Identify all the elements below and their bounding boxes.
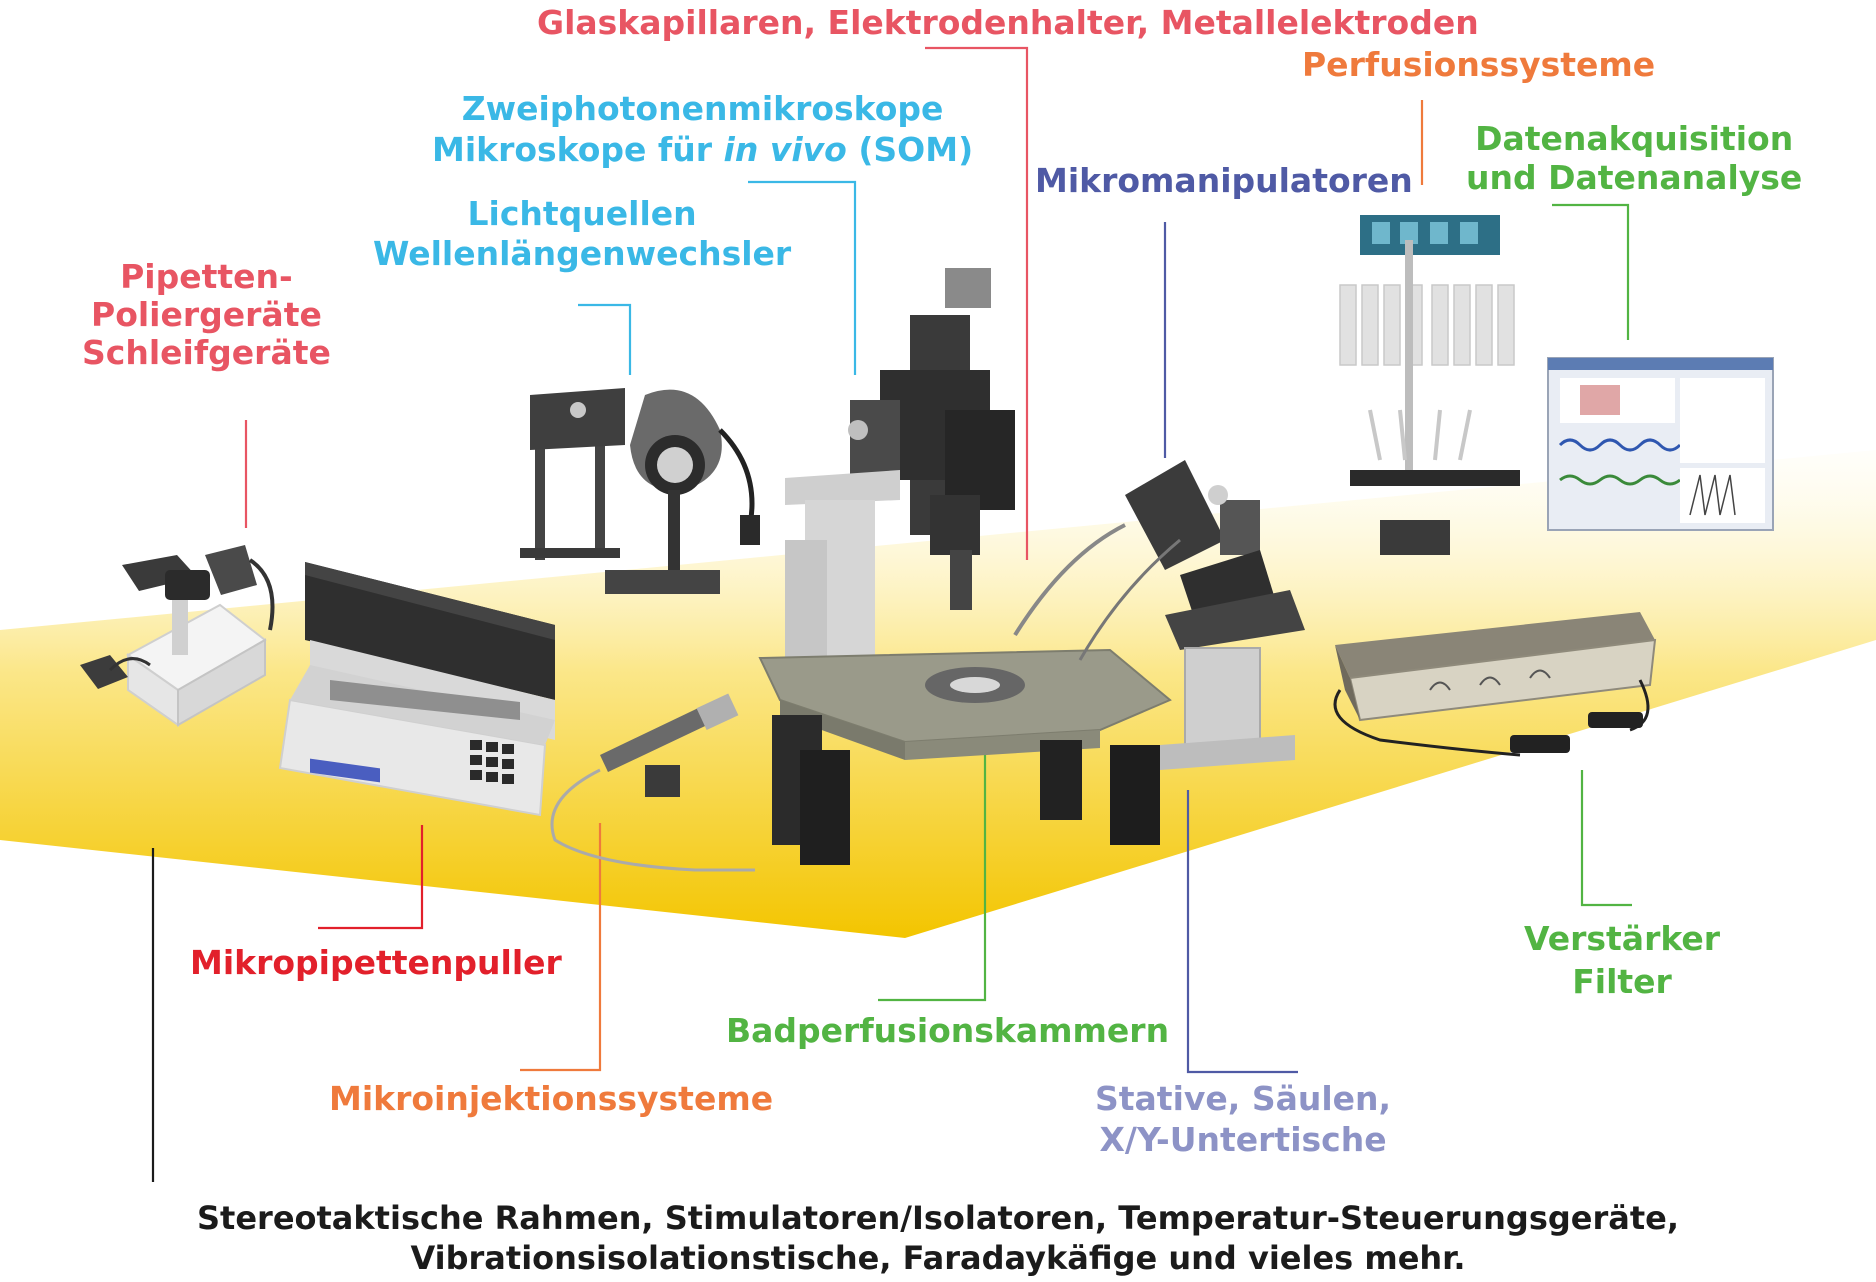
label-badperfusion: Badperfusionskammern (726, 1011, 1170, 1050)
label-pipetten-line2: Poliergeräte (91, 295, 322, 334)
label-zweiphoton-line2-pre: Mikroskope für (432, 130, 724, 169)
label-verstaerker-line1: Verstärker (1524, 919, 1721, 958)
leader-mikroinjektion (520, 823, 602, 1072)
data-acquisition-screen-icon (1547, 357, 1774, 531)
leader-mikropipettenpuller (318, 825, 424, 930)
label-stative-line1: Stative, Säulen, (1095, 1079, 1392, 1118)
label-stative-line2: X/Y-Untertische (1099, 1120, 1387, 1159)
label-zweiphoton-line1: Zweiphotonenmikroskope (461, 89, 944, 128)
microinjector-icon (550, 693, 755, 872)
footer-line1: Stereotaktische Rahmen, Stimulatoren/Iso… (196, 1199, 1680, 1237)
label-pipetten-line3: Schleifgeräte (82, 333, 331, 372)
micromanipulator-icon (1013, 460, 1305, 770)
label-zweiphoton: Zweiphotonenmikroskope Mikroskope für in… (432, 92, 973, 166)
label-daten-line2: und Datenanalyse (1466, 158, 1803, 197)
footer-line2: Vibrationsisolationstische, Faradaykäfig… (410, 1239, 1466, 1277)
perfusion-valve-rack-icon (1339, 215, 1520, 555)
label-daten: Datenakquisition und Datenanalyse (1466, 122, 1802, 194)
label-zweiphoton-line2-em: in vivo (723, 130, 847, 169)
label-glaskapillaren: Glaskapillaren, Elektrodenhalter, Metall… (537, 3, 1479, 42)
label-mikromanipulatoren: Mikromanipulatoren (1035, 161, 1413, 200)
microscope-stage-table-icon (758, 648, 1172, 865)
label-pipetten: Pipetten- Poliergeräte Schleifgeräte (82, 260, 331, 369)
label-mikropipettenpuller: Mikropipettenpuller (190, 943, 562, 982)
label-zweiphoton-line2: Mikroskope für in vivo (SOM) (432, 133, 973, 166)
label-mikroinjektion: Mikroinjektionssysteme (329, 1079, 774, 1118)
lamp-housing-icon (520, 388, 760, 594)
label-verstaerker: Verstärker Filter (1524, 922, 1720, 998)
microforge-microscope-icon (80, 545, 275, 727)
micropipette-puller-icon (278, 562, 555, 817)
leader-daten (1552, 203, 1630, 340)
label-verstaerker-line2: Filter (1572, 962, 1672, 1001)
label-pipetten-line1: Pipetten- (120, 257, 293, 296)
upright-microscope-icon (785, 268, 1015, 660)
amplifier-icon (1333, 612, 1657, 757)
leader-badperfusion (878, 755, 987, 1002)
label-licht-line2: Wellenlängenwechsler (373, 234, 792, 273)
leader-glaskapillaren (925, 46, 1029, 560)
leader-stative (1186, 790, 1298, 1074)
label-licht: Lichtquellen Wellenlängenwechsler (373, 197, 791, 270)
label-stative: Stative, Säulen, X/Y-Untertische (1095, 1082, 1391, 1156)
footer-text: Stereotaktische Rahmen, Stimulatoren/Iso… (0, 1202, 1876, 1274)
leader-verstaerker (1580, 770, 1632, 907)
label-zweiphoton-line2-post: (SOM) (846, 130, 974, 169)
leader-zweiphoton (748, 180, 857, 375)
label-perfusionssysteme: Perfusionssysteme (1302, 45, 1656, 84)
label-daten-line1: Datenakquisition (1475, 119, 1794, 158)
label-licht-line1: Lichtquellen (467, 194, 697, 233)
leader-licht (578, 303, 632, 375)
